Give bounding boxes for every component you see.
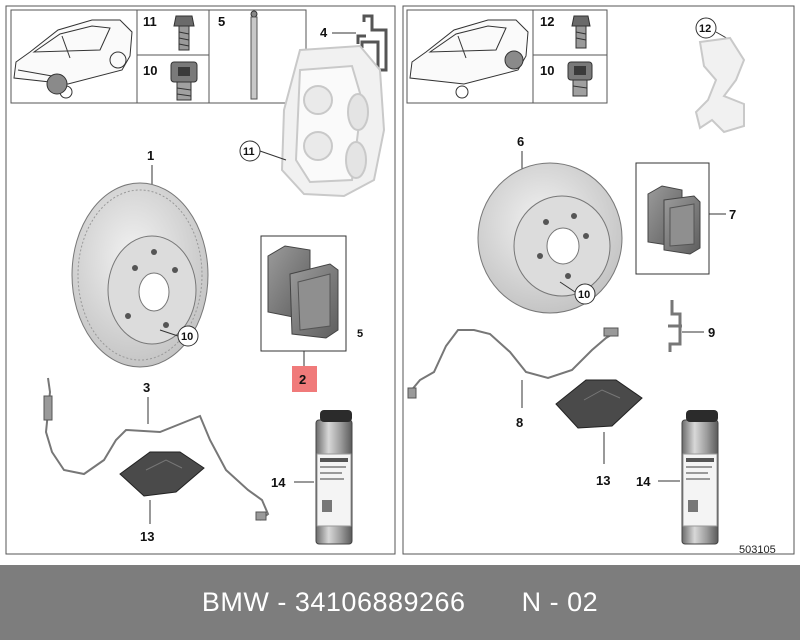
label-grease-pack: 13 [140, 529, 154, 544]
grease-pack-right [555, 379, 643, 429]
callout-carrier [695, 17, 717, 39]
brake-disc-rear [477, 162, 623, 314]
label-pad-set-rear: 7 [729, 207, 736, 222]
car-location-marker [46, 73, 68, 95]
bolt-icon [173, 15, 195, 51]
label-disc: 1 [147, 148, 154, 163]
label-cleaning-spray-rear: 14 [636, 474, 651, 489]
spray-can-left [315, 410, 353, 545]
drawing-code: 503105 [739, 544, 776, 556]
pad-set-box-rear [635, 162, 710, 275]
left-panel: 11 10 5 4 [5, 5, 396, 555]
part-number-footer: BMW - 34106889266 N - 02 [0, 565, 800, 640]
footer-part-number: 34106889266 [294, 587, 466, 617]
label-cleaning-spray: 14 [271, 475, 286, 490]
footer-brand: BMW [201, 587, 270, 617]
label-carrier: 12 [699, 23, 711, 35]
spring-clip-rear-icon [668, 300, 682, 352]
guide-bolt-icon [567, 61, 593, 97]
caliper-illustration [280, 44, 386, 198]
spray-can-right [681, 410, 719, 545]
label-disc-bolt-ref: 10 [181, 331, 193, 343]
label-spring-clip: 4 [320, 25, 328, 40]
right-panel: 12 10 12 6 [402, 5, 795, 556]
brake-pads-front [267, 245, 339, 339]
wear-sensor-cable-rear [407, 327, 619, 399]
label-bolt-caliper: 11 [143, 14, 157, 29]
car-icon [409, 19, 529, 99]
label-disc-right: 6 [517, 134, 524, 149]
bolt-icon [571, 15, 591, 49]
label-guide-bolt: 10 [143, 63, 157, 78]
label-grease-pack-rear: 13 [596, 473, 610, 488]
label-clip: 9 [708, 325, 715, 340]
brake-pads-rear [647, 185, 701, 255]
footer-gap [466, 587, 522, 618]
highlight-pad-set [292, 366, 317, 392]
label-guide-bolt-right: 10 [540, 63, 554, 78]
right-panel-frame [402, 5, 795, 555]
footer-separator: - [269, 587, 295, 617]
car-icon [13, 19, 133, 99]
label-pad-set: 2 [299, 372, 306, 387]
caliper-carrier-illustration [694, 36, 746, 134]
label-pad-set-inner: 5 [357, 328, 363, 340]
label-wear-sensor-rear: 8 [516, 415, 523, 430]
grease-pack-left [119, 451, 205, 497]
footer-page: N - 02 [521, 587, 599, 617]
guide-pin-icon [250, 10, 258, 100]
right-header-grid [406, 9, 608, 104]
callout-disc-bolt-right [574, 283, 596, 305]
wear-sensor-cable [43, 377, 270, 521]
label-disc-bolt-ref-right: 10 [578, 289, 590, 301]
label-bolt: 12 [540, 14, 554, 29]
label-caliper-ref: 11 [243, 146, 255, 158]
spring-clip-icon [356, 14, 388, 72]
guide-bolt-icon [170, 61, 198, 101]
car-location-marker [504, 50, 524, 70]
parts-diagram: 11 10 5 4 [5, 5, 795, 556]
label-guide-pin: 5 [218, 14, 225, 29]
label-wear-sensor: 3 [143, 380, 150, 395]
left-panel-frame [5, 5, 396, 555]
brake-disc-front [71, 182, 209, 368]
